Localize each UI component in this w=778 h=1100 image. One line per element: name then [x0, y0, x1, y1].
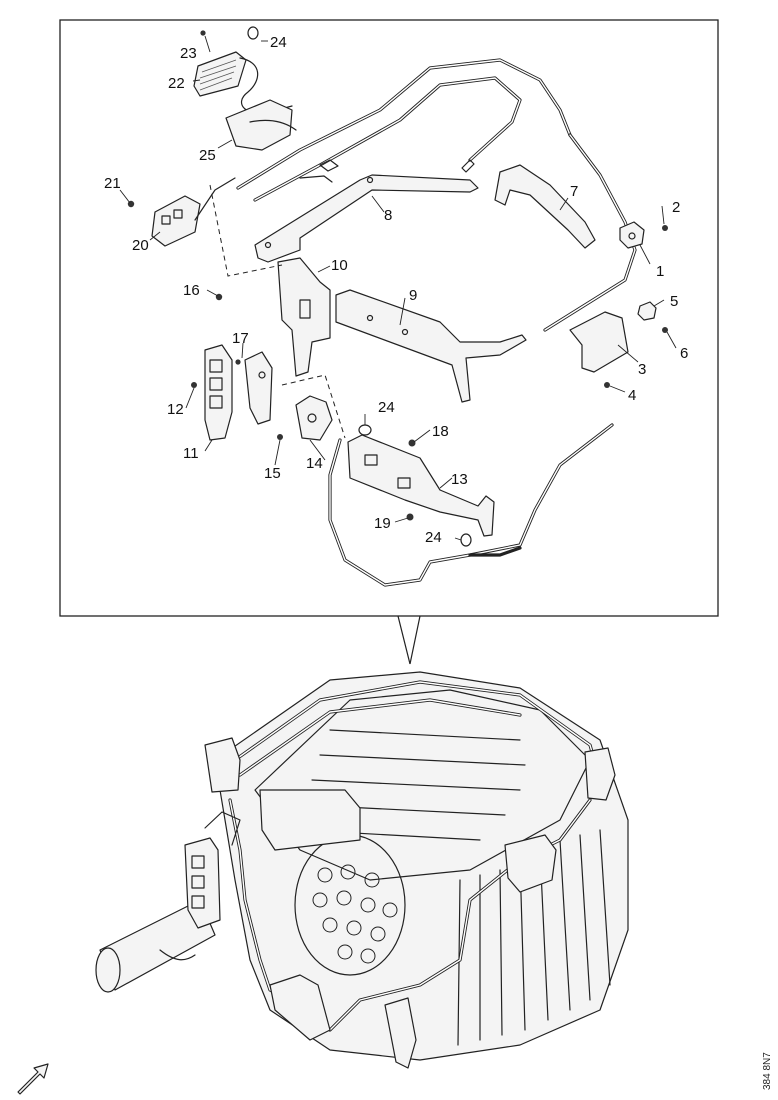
sensor-bracket-11	[204, 344, 233, 441]
callout-17: 17	[232, 330, 249, 347]
callout-24-bottom: 24	[425, 529, 442, 546]
callouts: 1 2 3 4 5 6 7 8 9 10 11 12 13 14 15 16 1…	[104, 34, 688, 546]
callout-21: 21	[104, 175, 121, 192]
callout-5: 5	[670, 293, 678, 310]
figure-code: 384 8N7	[762, 1052, 773, 1090]
harness-25	[225, 57, 297, 151]
connector-block-20	[151, 177, 236, 247]
grommet-24-top	[247, 26, 259, 40]
callout-14: 14	[306, 455, 323, 472]
brake-pipe-lower	[328, 423, 614, 587]
callout-10: 10	[331, 257, 348, 274]
callout-15: 15	[264, 465, 281, 482]
callout-20: 20	[132, 237, 149, 254]
brake-pipe-upper	[236, 58, 572, 202]
callout-19: 19	[374, 515, 391, 532]
callout-8: 8	[384, 207, 392, 224]
bracket-10	[277, 257, 331, 377]
connector-block-22	[193, 51, 247, 97]
brake-pipe-right	[543, 133, 637, 332]
callout-13: 13	[451, 471, 468, 488]
alignment-line-left	[209, 184, 283, 277]
callout-1: 1	[656, 263, 664, 280]
callout-11: 11	[183, 445, 199, 462]
callout-7: 7	[570, 183, 578, 200]
fasteners	[127, 30, 668, 521]
callout-12: 12	[167, 401, 184, 418]
callout-3: 3	[638, 361, 646, 378]
callout-18: 18	[432, 423, 449, 440]
engine-assembly	[95, 671, 629, 1069]
bracket-13	[347, 434, 495, 537]
callout-6: 6	[680, 345, 688, 362]
callout-25: 25	[199, 147, 216, 164]
leader-lines	[119, 35, 677, 541]
orientation-arrow-icon	[17, 1063, 49, 1095]
callout-24-mid: 24	[378, 399, 395, 416]
bracket-8	[254, 174, 479, 263]
callout-23: 23	[180, 45, 197, 62]
fitting-5	[637, 301, 657, 321]
callout-4: 4	[628, 387, 636, 404]
bracket-17	[244, 351, 273, 425]
bracket-7	[494, 164, 596, 249]
callout-2: 2	[672, 199, 680, 216]
clip-3	[569, 311, 629, 373]
detail-frame	[59, 19, 719, 617]
grommet-24-bottom	[460, 533, 472, 547]
callout-9: 9	[409, 287, 417, 304]
valve-union-1	[619, 221, 645, 249]
callout-22: 22	[168, 75, 185, 92]
bracket-9	[335, 289, 527, 403]
callout-24-top: 24	[270, 34, 287, 51]
sensor-14	[295, 395, 333, 441]
callout-16: 16	[183, 282, 200, 299]
grommet-24-mid	[358, 424, 372, 436]
detail-pointer-arrow	[397, 615, 421, 665]
